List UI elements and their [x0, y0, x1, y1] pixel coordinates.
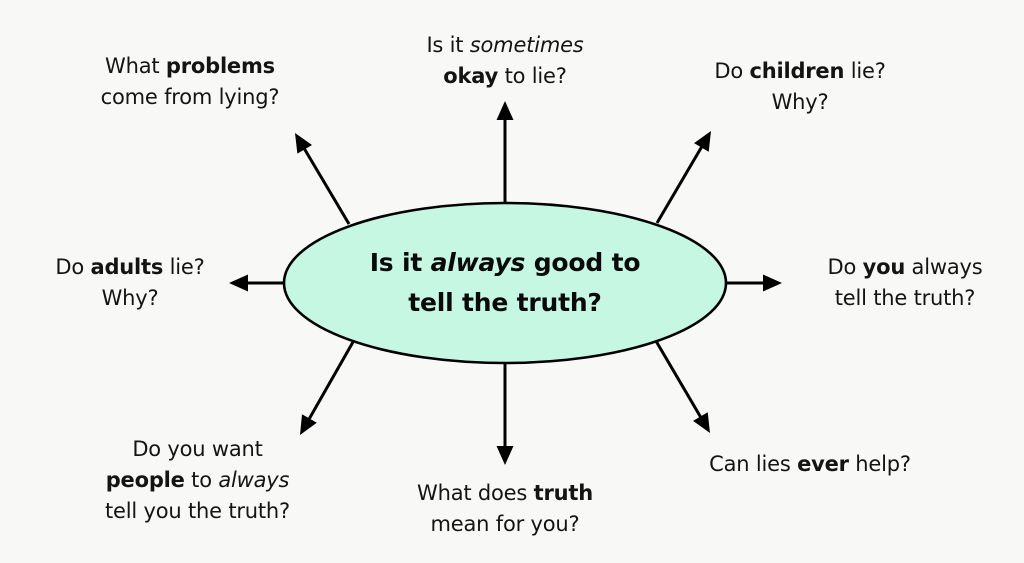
- branch-text-segment: to lie?: [498, 64, 567, 88]
- branch-text-line: Is it sometimes: [380, 30, 630, 61]
- branch-text-segment: help?: [848, 452, 911, 476]
- central-question-ellipse: [282, 201, 728, 365]
- branch-text-segment: Do: [714, 59, 750, 83]
- branch-text-line: Do adults lie?: [20, 252, 240, 283]
- branch-text-segment: truth: [533, 481, 594, 505]
- central-question-text: tell the truth?: [408, 288, 602, 317]
- branch-text-segment: Do: [827, 255, 863, 279]
- arrow-right: [726, 274, 782, 292]
- branch-text-line: come from lying?: [60, 82, 320, 113]
- branch-want-people-always-tell-truth: Do you want people to always tell you the …: [60, 434, 335, 527]
- branch-problems-from-lying: What problems come from lying?: [60, 51, 320, 113]
- branch-text-line: Do you want: [60, 434, 335, 465]
- branch-text-line: Why?: [20, 283, 240, 314]
- arrow-shaft: [654, 340, 703, 420]
- branch-text-segment: What does: [417, 481, 534, 505]
- branch-text-segment: always: [905, 255, 983, 279]
- central-question-text: Is it: [369, 248, 431, 277]
- branch-text-line: Why?: [680, 87, 920, 118]
- arrow-top-right: [655, 131, 711, 224]
- arrowhead-icon: [496, 446, 514, 465]
- branch-do-you-always-tell-truth: Do you always tell the truth?: [795, 252, 1015, 314]
- arrow-top: [496, 101, 514, 203]
- branch-text-segment: adults: [90, 255, 164, 279]
- branch-do-children-lie: Do children lie? Why?: [680, 56, 920, 118]
- branch-text-line: people to always: [60, 465, 335, 496]
- branch-text-line: okay to lie?: [380, 61, 630, 92]
- branch-text-segment: Do you want: [132, 437, 263, 461]
- branch-text-segment: to: [184, 468, 219, 492]
- arrowhead-icon: [229, 274, 248, 292]
- arrow-shaft: [307, 341, 355, 421]
- branch-text-segment: ever: [797, 452, 849, 476]
- arrow-bottom-right: [654, 340, 710, 433]
- arrowhead-icon: [693, 412, 710, 433]
- branch-text-segment: lie?: [163, 255, 205, 279]
- central-question-text: good to: [525, 248, 641, 277]
- branch-text-line: Can lies ever help?: [680, 449, 940, 480]
- branch-text-segment: people: [105, 468, 185, 492]
- branch-text-line: tell the truth?: [795, 283, 1015, 314]
- branch-text-segment: come from lying?: [100, 85, 280, 109]
- arrow-bottom: [496, 363, 514, 465]
- branch-text-segment: problems: [165, 54, 275, 78]
- branch-text-segment: What: [105, 54, 166, 78]
- branch-text-segment: okay: [443, 64, 499, 88]
- central-question: Is it always good to tell the truth?: [305, 243, 705, 323]
- branch-text-line: What problems: [60, 51, 320, 82]
- arrow-left: [229, 274, 284, 292]
- arrowhead-icon: [300, 414, 317, 435]
- branch-text-line: tell you the truth?: [60, 496, 335, 527]
- arrow-shaft: [655, 144, 704, 224]
- branch-text-segment: Why?: [101, 286, 159, 310]
- branch-do-adults-lie: Do adults lie?Why?: [20, 252, 240, 314]
- branch-text-line: What does truth: [380, 478, 630, 509]
- branch-text-segment: always: [218, 468, 290, 492]
- branch-text-segment: you: [862, 255, 906, 279]
- branch-text-segment: tell you the truth?: [105, 499, 290, 523]
- arrowhead-icon: [295, 133, 313, 154]
- branch-what-truth-means: What does truth mean for you?: [380, 478, 630, 540]
- branch-text-line: mean for you?: [380, 509, 630, 540]
- arrow-bottom-left: [300, 341, 355, 435]
- arrowhead-icon: [496, 101, 514, 120]
- arrows-group: [229, 101, 782, 465]
- branch-text-line: Do children lie?: [680, 56, 920, 87]
- arrow-top-left: [295, 133, 351, 225]
- arrowhead-icon: [694, 131, 711, 152]
- branch-text-segment: sometimes: [469, 33, 584, 57]
- branch-text-line: Do you always: [795, 252, 1015, 283]
- branch-text-segment: Can lies: [709, 452, 798, 476]
- arrow-shaft: [302, 146, 351, 225]
- branch-can-lies-ever-help: Can lies ever help?: [680, 449, 940, 480]
- branch-text-segment: Is it: [426, 33, 470, 57]
- branch-text-segment: children: [749, 59, 845, 83]
- branch-text-segment: mean for you?: [430, 512, 580, 536]
- branch-text-segment: tell the truth?: [834, 286, 976, 310]
- branch-text-segment: lie?: [844, 59, 886, 83]
- central-question-text: always: [430, 248, 526, 277]
- branch-text-segment: Why?: [771, 90, 829, 114]
- branch-text-segment: Do: [55, 255, 91, 279]
- arrowhead-icon: [763, 274, 782, 292]
